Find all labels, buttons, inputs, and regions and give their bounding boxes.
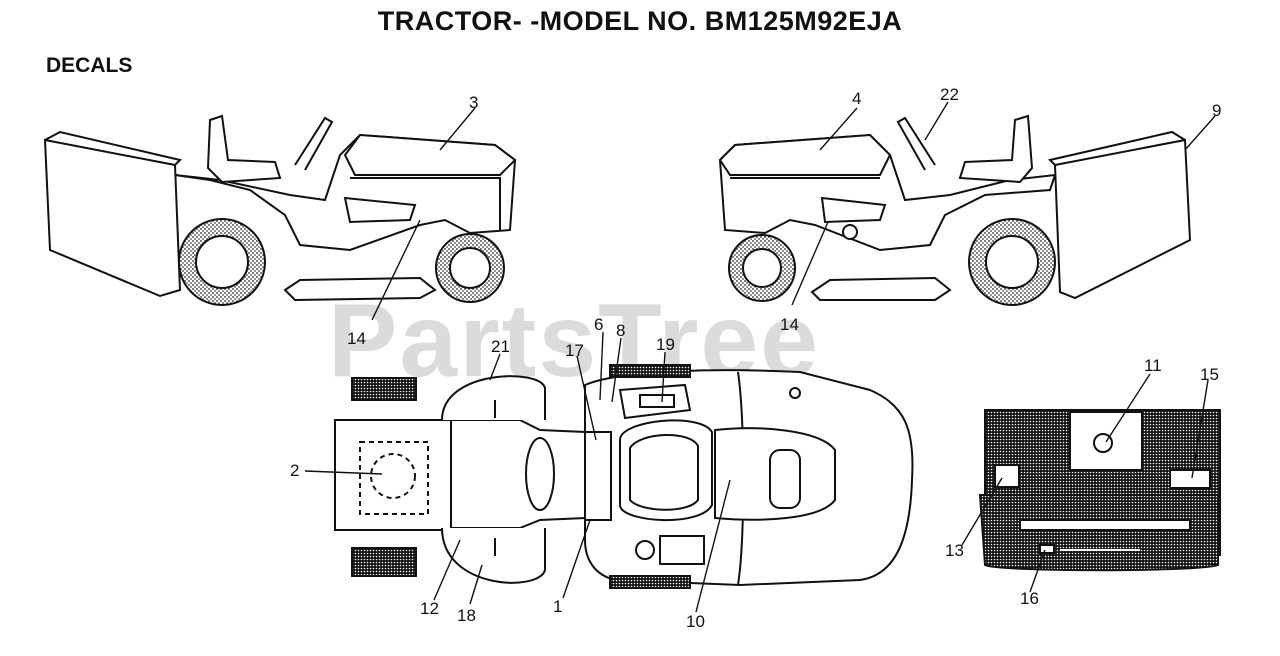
- callout-10: 10: [686, 612, 705, 631]
- callout-15: 15: [1200, 365, 1219, 384]
- callout-8: 8: [616, 321, 626, 340]
- section-heading: DECALS: [46, 54, 133, 77]
- callout-19: 19: [656, 335, 675, 354]
- callout-9: 9: [1212, 101, 1222, 120]
- diagram-title: TRACTOR- -MODEL NO. BM125M92EJA: [377, 6, 903, 36]
- tractor-top-view: [334, 364, 914, 589]
- callout-3: 3: [469, 93, 479, 112]
- callout-14-left: 14: [347, 329, 366, 348]
- callout-6: 6: [594, 315, 604, 334]
- callout-11: 11: [1144, 356, 1162, 375]
- callout-14-right: 14: [780, 315, 799, 334]
- callout-1: 1: [553, 597, 563, 616]
- callout-13: 13: [945, 541, 964, 560]
- leader-lines: [304, 101, 1216, 613]
- callout-12: 12: [420, 599, 439, 618]
- callout-22: 22: [940, 85, 959, 104]
- callout-2: 2: [290, 461, 300, 480]
- callout-21: 21: [491, 337, 510, 356]
- tractor-left-side-view: [43, 114, 517, 306]
- callout-16: 16: [1020, 589, 1039, 608]
- tractor-right-side-view: [718, 114, 1192, 306]
- tractor-panel-view: [978, 409, 1221, 572]
- callout-17: 17: [565, 341, 584, 360]
- callout-4: 4: [852, 89, 862, 108]
- callout-18: 18: [457, 606, 476, 625]
